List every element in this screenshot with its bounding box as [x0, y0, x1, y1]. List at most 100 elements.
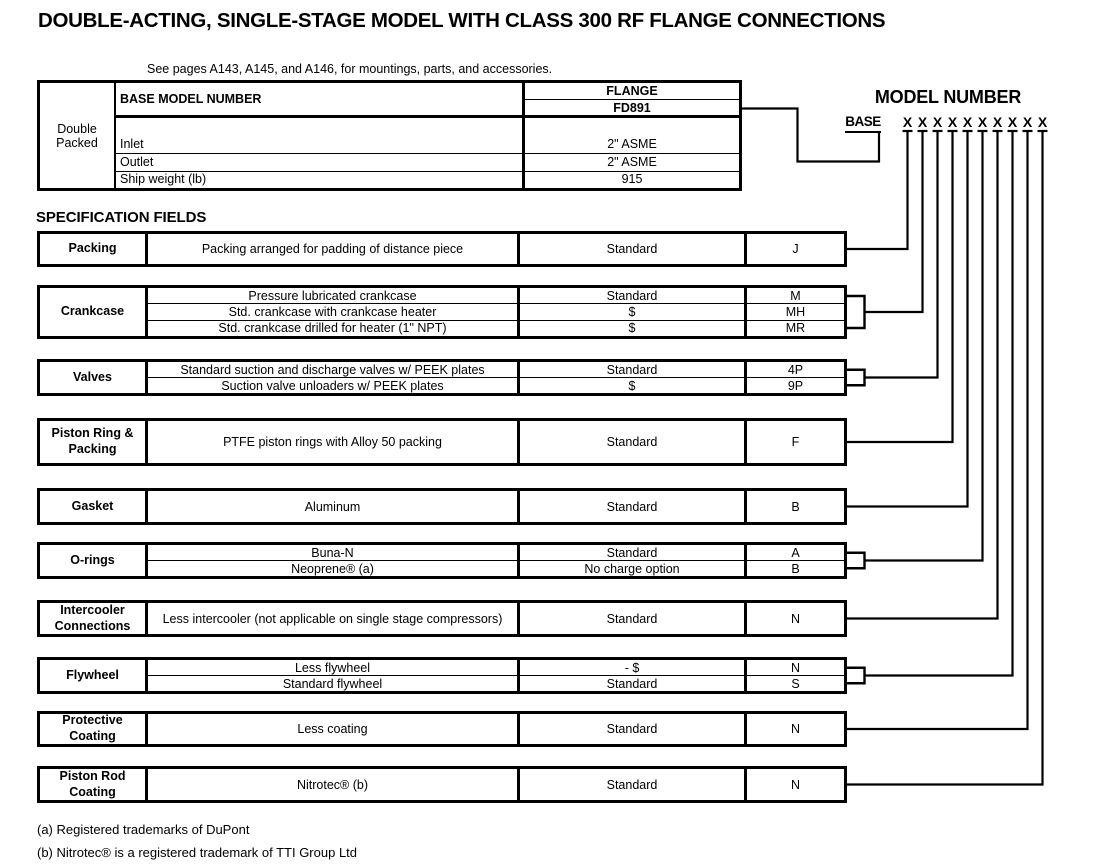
spec-option-status: - $	[520, 660, 747, 675]
spec-option-description: Aluminum	[148, 491, 520, 522]
spec-option-row: Suction valve unloaders w/ PEEK plates$9…	[148, 378, 844, 393]
spec-option-description: Standard suction and discharge valves w/…	[148, 362, 520, 377]
spec-option-description: Neoprene® (a)	[148, 561, 520, 576]
intro-note: See pages A143, A145, and A146, for moun…	[147, 62, 553, 76]
field-connector-line	[864, 131, 1014, 677]
spec-option-status: No charge option	[520, 561, 747, 576]
spec-field-label: Packing	[40, 234, 148, 264]
spec-field-label: O-rings	[40, 545, 148, 576]
spec-option-code: S	[791, 676, 800, 691]
field-connector-line	[847, 131, 1029, 731]
outlet-label: Outlet	[116, 154, 525, 171]
spec-field-label: Protective Coating	[40, 713, 148, 744]
spec-field-label: Piston Ring & Packing	[40, 421, 148, 463]
table-row-outlet: Outlet 2" ASME	[116, 154, 739, 172]
model-number-x-4: X	[947, 114, 958, 130]
spec-option-code: N	[790, 611, 801, 626]
spec-option-description: Std. crankcase with crankcase heater	[148, 304, 520, 320]
flange-column: FLANGE FD891	[525, 83, 739, 115]
spec-option-status: Standard	[520, 545, 747, 560]
model-number-x-6: X	[977, 114, 988, 130]
base-model-number-header: BASE MODEL NUMBER	[116, 83, 525, 115]
inlet-value: 2" ASME	[607, 137, 657, 151]
bracket	[847, 666, 866, 685]
spec-field-label: Piston Rod Coating	[40, 769, 148, 800]
model-number-x-5: X	[962, 114, 973, 130]
spec-option-code: MH	[785, 304, 806, 319]
outlet-value: 2" ASME	[607, 154, 657, 169]
flange-model-code: FD891	[613, 100, 651, 115]
table-row-inlet: Inlet 2" ASME	[116, 118, 739, 154]
ship-weight-value: 915	[621, 172, 643, 186]
field-connector-line	[847, 131, 999, 620]
spec-option-description: Suction valve unloaders w/ PEEK plates	[148, 378, 520, 393]
spec-option-description: Less flywheel	[148, 660, 520, 675]
spec-option-description: Buna-N	[148, 545, 520, 560]
field-connector-line	[847, 131, 1044, 786]
double-packed-label: Double Packed	[40, 83, 116, 188]
field-connector-line	[847, 131, 969, 508]
model-number-base-label: BASE	[845, 114, 881, 133]
spec-field-label: Crankcase	[40, 288, 148, 336]
spec-option-status: $	[520, 320, 747, 336]
spec-option-description: Pressure lubricated crankcase	[148, 288, 520, 304]
spec-option-status: Standard	[520, 491, 747, 522]
spec-option-code: J	[792, 242, 799, 256]
spec-option-description: Less coating	[148, 714, 520, 744]
spec-option-code: B	[791, 499, 800, 514]
spec-option-row: Less flywheel- $N	[148, 660, 844, 676]
spec-option-row: Standard suction and discharge valves w/…	[148, 362, 844, 378]
spec-option-code: F	[791, 435, 800, 449]
spec-option-rows: Packing arranged for padding of distance…	[148, 234, 844, 264]
model-number-x-2: X	[917, 114, 928, 130]
spec-option-code: A	[791, 545, 800, 560]
spec-option-description: Less intercooler (not applicable on sing…	[148, 603, 520, 634]
field-connector-line	[847, 131, 954, 444]
spec-option-rows: Less intercooler (not applicable on sing…	[148, 603, 844, 634]
field-connector-line	[864, 131, 939, 379]
spec-field-label: Intercooler Connections	[40, 603, 148, 634]
spec-option-status: Standard	[520, 676, 747, 691]
field-connector-line	[864, 131, 984, 562]
bracket	[847, 368, 866, 387]
spec-option-description: PTFE piston rings with Alloy 50 packing	[148, 421, 520, 463]
spec-option-status: Standard	[520, 421, 747, 463]
footnote-a: (a) Registered trademarks of DuPont	[37, 822, 250, 837]
spec-option-rows: Standard suction and discharge valves w/…	[148, 362, 844, 393]
field-connector-line	[864, 131, 924, 314]
spec-option-status: Standard	[520, 288, 747, 304]
spec-option-row: Less intercooler (not applicable on sing…	[148, 603, 844, 634]
spec-option-status: $	[520, 378, 747, 393]
base-model-table: Double Packed BASE MODEL NUMBER FLANGE F…	[37, 80, 742, 191]
page-title: DOUBLE-ACTING, SINGLE-STAGE MODEL WITH C…	[38, 9, 886, 32]
spec-option-code: M	[790, 288, 801, 303]
spec-option-row: Std. crankcase drilled for heater (1" NP…	[148, 320, 844, 336]
spec-option-status: Standard	[520, 714, 747, 744]
table-row-ship-weight: Ship weight (lb) 915	[116, 171, 739, 188]
spec-option-description: Packing arranged for padding of distance…	[148, 234, 520, 264]
spec-option-code: 9P	[787, 378, 804, 393]
model-number-x-9: X	[1022, 114, 1033, 130]
ship-weight-label: Ship weight (lb)	[116, 171, 525, 188]
inlet-label: Inlet	[116, 118, 525, 153]
